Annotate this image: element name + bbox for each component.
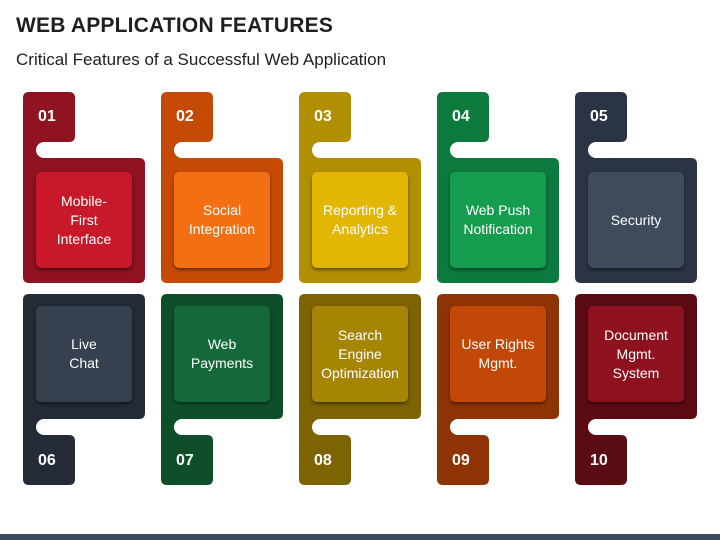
feature-label: User Rights Mgmt. <box>461 336 535 371</box>
feature-label: Security <box>610 211 662 228</box>
page-subtitle: Critical Features of a Successful Web Ap… <box>16 50 387 69</box>
feature-label: Reporting & Analytics <box>323 202 397 237</box>
feature-label: Search Engine Optimization <box>321 326 399 381</box>
feature-label-box: User Rights Mgmt. <box>450 306 546 402</box>
feature-number: 06 <box>38 452 56 469</box>
feature-number: 02 <box>176 108 194 125</box>
feature-label-box: Social Integration <box>174 172 270 268</box>
feature-card-10: 10 Document Mgmt. System <box>575 294 697 489</box>
feature-label-box: Search Engine Optimization <box>312 306 408 402</box>
feature-label: Web Payments <box>190 336 254 371</box>
feature-number: 09 <box>452 452 470 469</box>
feature-card-06: 06 Live Chat <box>23 294 145 489</box>
feature-label-box: Web Payments <box>174 306 270 402</box>
feature-number: 10 <box>590 452 608 469</box>
feature-label: Live Chat <box>69 336 99 371</box>
feature-label-box: Web Push Notification <box>450 172 546 268</box>
feature-card-08: 08 Search Engine Optimization <box>299 294 421 489</box>
feature-label: Mobile- First Interface <box>56 192 112 247</box>
feature-label-box: Reporting & Analytics <box>312 172 408 268</box>
feature-number: 01 <box>38 108 56 125</box>
feature-card-09: 09 User Rights Mgmt. <box>437 294 559 489</box>
feature-number: 08 <box>314 452 332 469</box>
feature-label-box: Document Mgmt. System <box>588 306 684 402</box>
feature-label: Web Push Notification <box>463 202 533 237</box>
feature-number: 03 <box>314 108 332 125</box>
feature-label: Social Integration <box>188 202 256 237</box>
feature-number: 07 <box>176 452 194 469</box>
feature-label-box: Security <box>588 172 684 268</box>
feature-label-box: Live Chat <box>36 306 132 402</box>
footer-bar <box>0 534 720 540</box>
feature-number: 05 <box>590 108 608 125</box>
feature-number: 04 <box>452 108 470 125</box>
page-title: WEB APPLICATION FEATURES <box>16 14 334 37</box>
feature-card-07: 07 Web Payments <box>161 294 283 489</box>
feature-label-box: Mobile- First Interface <box>36 172 132 268</box>
feature-label: Document Mgmt. System <box>604 326 668 381</box>
